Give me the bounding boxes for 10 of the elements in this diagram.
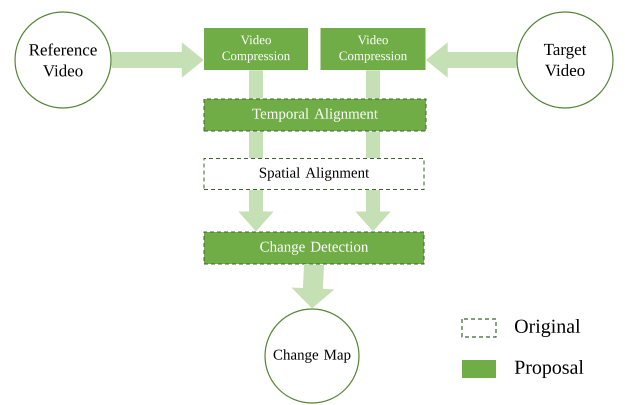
legend-label: Original [515, 318, 580, 338]
circle-node: Change Map [264, 308, 360, 404]
process-box: Video Compression [204, 28, 308, 70]
process-box: Video Compression [320, 28, 426, 70]
circle-node: Target Video [516, 11, 614, 109]
process-box: Change Detection [204, 232, 424, 264]
circle-node: Reference Video [14, 11, 112, 109]
process-box: Temporal Alignment [204, 98, 426, 132]
process-box: Spatial Alignment [204, 158, 424, 190]
legend-label: Proposal [514, 360, 584, 378]
